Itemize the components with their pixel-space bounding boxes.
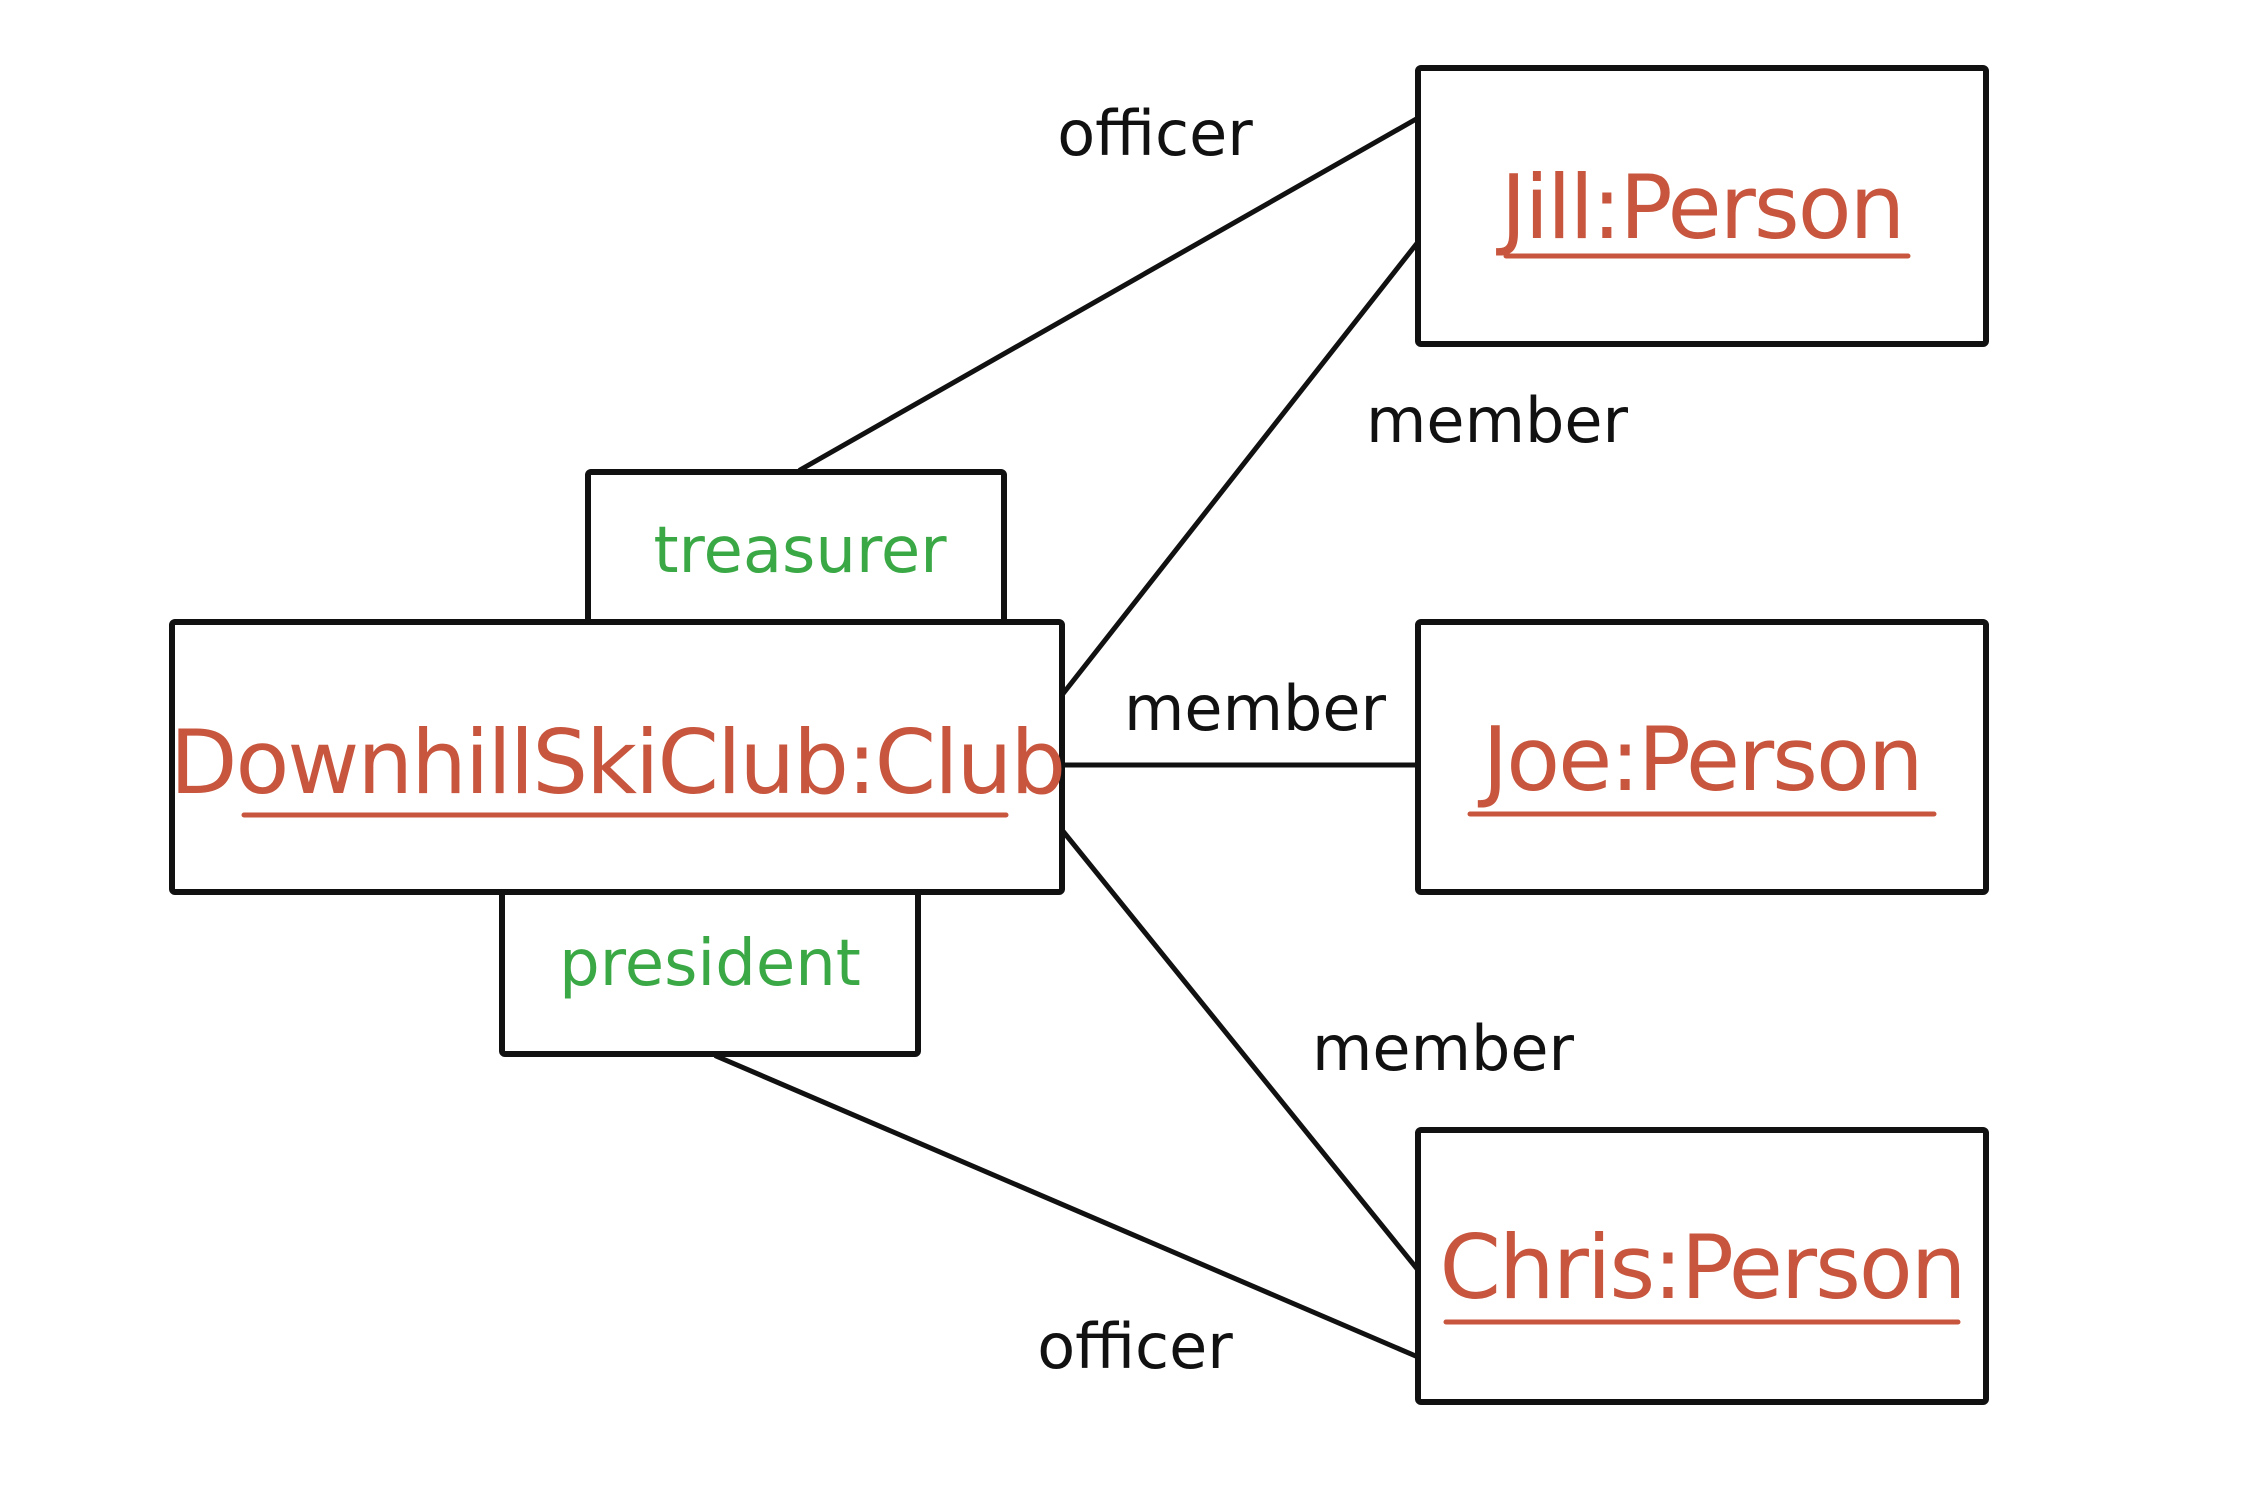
club-object-box xyxy=(169,619,1065,895)
chris-object-box xyxy=(1415,1127,1989,1405)
club-object-name: DownhillSkiClub:Club xyxy=(170,711,1064,814)
link-member-chris xyxy=(1059,827,1421,1273)
role-label-member-joe: member xyxy=(1124,672,1386,745)
link-officer-jill xyxy=(797,115,1421,473)
joe-object-box xyxy=(1415,619,1989,895)
role-label-member-chris: member xyxy=(1312,1012,1574,1085)
qualifier-president-label: president xyxy=(559,927,861,1001)
link-member-jill xyxy=(1059,239,1421,698)
chris-object-name: Chris:Person xyxy=(1439,1216,1964,1319)
jill-object-box xyxy=(1415,65,1989,347)
qualifier-treasurer-label: treasurer xyxy=(653,514,947,588)
jill-object-name: Jill:Person xyxy=(1496,156,1904,259)
joe-object-name: Joe:Person xyxy=(1477,708,1921,811)
link-officer-chris xyxy=(713,1053,1421,1360)
role-label-officer-chris: officer xyxy=(1037,1310,1233,1383)
role-label-member-jill: member xyxy=(1366,384,1628,457)
role-label-officer-jill: officer xyxy=(1057,97,1253,170)
